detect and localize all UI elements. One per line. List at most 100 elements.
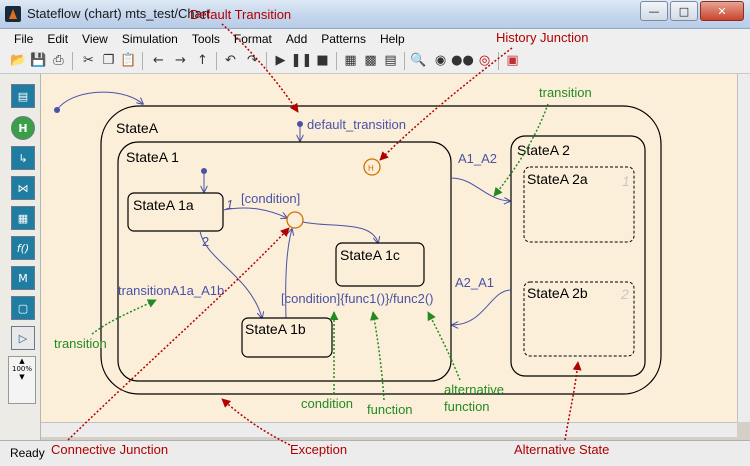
state-a1[interactable]	[117, 141, 452, 382]
transition-a1-a2[interactable]	[450, 177, 510, 201]
zoom-in-icon[interactable]: ▲	[19, 357, 25, 365]
transition-a1a-junction[interactable]	[222, 207, 287, 218]
menu-bar: File Edit View Simulation Tools Format A…	[0, 29, 750, 49]
transition-a1a-a1b[interactable]	[199, 230, 262, 318]
annotation-alternative-state: Alternative State	[514, 442, 609, 457]
target-icon[interactable]: ◎	[478, 53, 491, 68]
minimize-icon[interactable]: —	[640, 1, 668, 21]
arrow-default-transition	[221, 23, 299, 113]
explorer-icon[interactable]: ▤	[384, 53, 397, 68]
embedded-matlab-tool-icon[interactable]: M	[11, 266, 35, 290]
history-junction-tool-icon[interactable]: H	[11, 116, 35, 140]
horizontal-scrollbar[interactable]	[41, 422, 737, 437]
vertical-scrollbar[interactable]	[737, 74, 750, 422]
debug-icon[interactable]: ▩	[364, 53, 377, 68]
default-transition-label: default_transition	[307, 117, 406, 132]
copy-icon[interactable]: ❐	[102, 53, 115, 68]
action-label: [condition]{func1()}/func2()	[281, 291, 433, 306]
chart-canvas[interactable]	[41, 74, 737, 422]
graphical-function-tool-icon[interactable]: f()	[11, 236, 35, 260]
state-a1-label: StateA 1	[126, 149, 179, 165]
menu-format[interactable]: Format	[233, 32, 272, 46]
forward-icon[interactable]: →	[175, 53, 186, 68]
print-icon[interactable]: ⎙	[53, 53, 64, 68]
transition-a1a-a1b-label: transitionA1a_A1b	[118, 283, 224, 298]
state-a2b-label: StateA 2b	[527, 285, 588, 301]
transition-a2-a1-label: A2_A1	[455, 275, 494, 290]
state-a1c-label: StateA 1c	[340, 247, 400, 263]
undo-icon[interactable]: ↶	[225, 53, 236, 68]
connective-junction[interactable]	[286, 211, 304, 229]
pause-icon[interactable]: ❚❚	[290, 53, 313, 68]
transition-a2-a1[interactable]	[452, 289, 512, 325]
cut-icon[interactable]: ✂	[83, 53, 94, 68]
open-icon[interactable]: 📂	[10, 53, 27, 68]
menu-add[interactable]: Add	[285, 32, 308, 46]
state-a2b[interactable]	[523, 281, 635, 357]
menu-simulation[interactable]: Simulation	[121, 32, 178, 46]
annotation-alternative-function-2: function	[444, 399, 490, 414]
paste-icon[interactable]: 📋	[120, 53, 137, 68]
state-tool-icon[interactable]: ▤	[11, 84, 35, 108]
history-junction[interactable]	[363, 158, 381, 176]
state-a1a[interactable]	[127, 192, 224, 232]
order-label-2: 2	[202, 234, 209, 249]
annotation-default-transition: Default Transition	[190, 7, 291, 22]
transition-junction-a1c[interactable]	[302, 221, 378, 243]
arrow-function	[369, 311, 385, 401]
stateflow-app-icon	[5, 6, 21, 22]
arrow-exception	[221, 398, 291, 446]
state-a2[interactable]	[510, 135, 646, 377]
menu-patterns[interactable]: Patterns	[321, 32, 366, 46]
state-a-label: StateA	[116, 120, 159, 136]
simulink-function-tool-icon[interactable]: ▷	[11, 326, 35, 350]
condition-label: [condition]	[241, 191, 300, 206]
annotation-alternative-function-1: alternative	[444, 382, 504, 397]
connective-junction-tool-icon[interactable]: ⋈	[11, 176, 35, 200]
annotation-transition-left: transition	[54, 336, 107, 351]
history-junction-symbol: H	[368, 164, 374, 173]
up-icon[interactable]: ↑	[197, 53, 208, 68]
annotation-exception: Exception	[290, 442, 347, 457]
stop-icon[interactable]: ■	[316, 53, 329, 68]
menu-edit[interactable]: Edit	[47, 32, 69, 46]
save-icon[interactable]: 💾	[30, 53, 47, 68]
state-a2-label: StateA 2	[517, 142, 570, 158]
default-transition-tool-icon[interactable]: ↳	[11, 146, 35, 170]
box-tool-icon[interactable]: ▢	[11, 296, 35, 320]
state-a2a-order: 1	[622, 173, 630, 189]
state-a2b-order: 2	[620, 286, 629, 302]
menu-view[interactable]: View	[82, 32, 108, 46]
back-icon[interactable]: ←	[153, 53, 164, 68]
status-bar: Ready	[0, 440, 750, 466]
find-icon[interactable]: 🔍	[410, 53, 427, 68]
state-a1c[interactable]	[335, 242, 425, 287]
menu-help[interactable]: Help	[379, 32, 405, 46]
state-a2a-label: StateA 2a	[527, 171, 588, 187]
build-icon[interactable]: ▦	[344, 53, 357, 68]
model-icon[interactable]: ▣	[506, 53, 519, 68]
zoom-level: 100%	[11, 365, 32, 373]
toolbar: 📂 💾 ⎙ ✂ ❐ 📋 ← → ↑ ↶ ↷ ▶ ❚❚ ■ ▦ ▩ ▤ 🔍 ◉ ●…	[0, 49, 750, 74]
truth-table-tool-icon[interactable]: ▦	[11, 206, 35, 230]
annotation-connective-junction: Connective Junction	[51, 442, 168, 457]
arrow-alternative-state	[564, 361, 582, 441]
maximize-icon[interactable]: □	[670, 1, 698, 21]
outer-default-transition[interactable]	[56, 91, 143, 111]
start-icon[interactable]: ▶	[275, 53, 286, 68]
status-text: Ready	[10, 446, 45, 460]
menu-tools[interactable]: Tools	[191, 32, 220, 46]
state-a1b[interactable]	[241, 317, 333, 358]
close-icon[interactable]: ✕	[700, 1, 744, 21]
annotation-function: function	[367, 402, 413, 417]
transition-a1b-junction[interactable]	[285, 229, 292, 319]
menu-file[interactable]: File	[14, 32, 34, 46]
zoom-out-icon[interactable]: ▼	[19, 373, 25, 381]
zoom-control[interactable]: ▲ 100% ▼	[8, 356, 36, 404]
state-a1b-label: StateA 1b	[245, 321, 306, 337]
state-a[interactable]	[100, 105, 662, 395]
breakpoint-icon[interactable]: ◉	[434, 53, 447, 68]
redo-icon[interactable]: ↷	[247, 53, 258, 68]
arrow-transition-top	[493, 103, 549, 197]
binoculars-icon[interactable]: ●●	[451, 53, 474, 68]
